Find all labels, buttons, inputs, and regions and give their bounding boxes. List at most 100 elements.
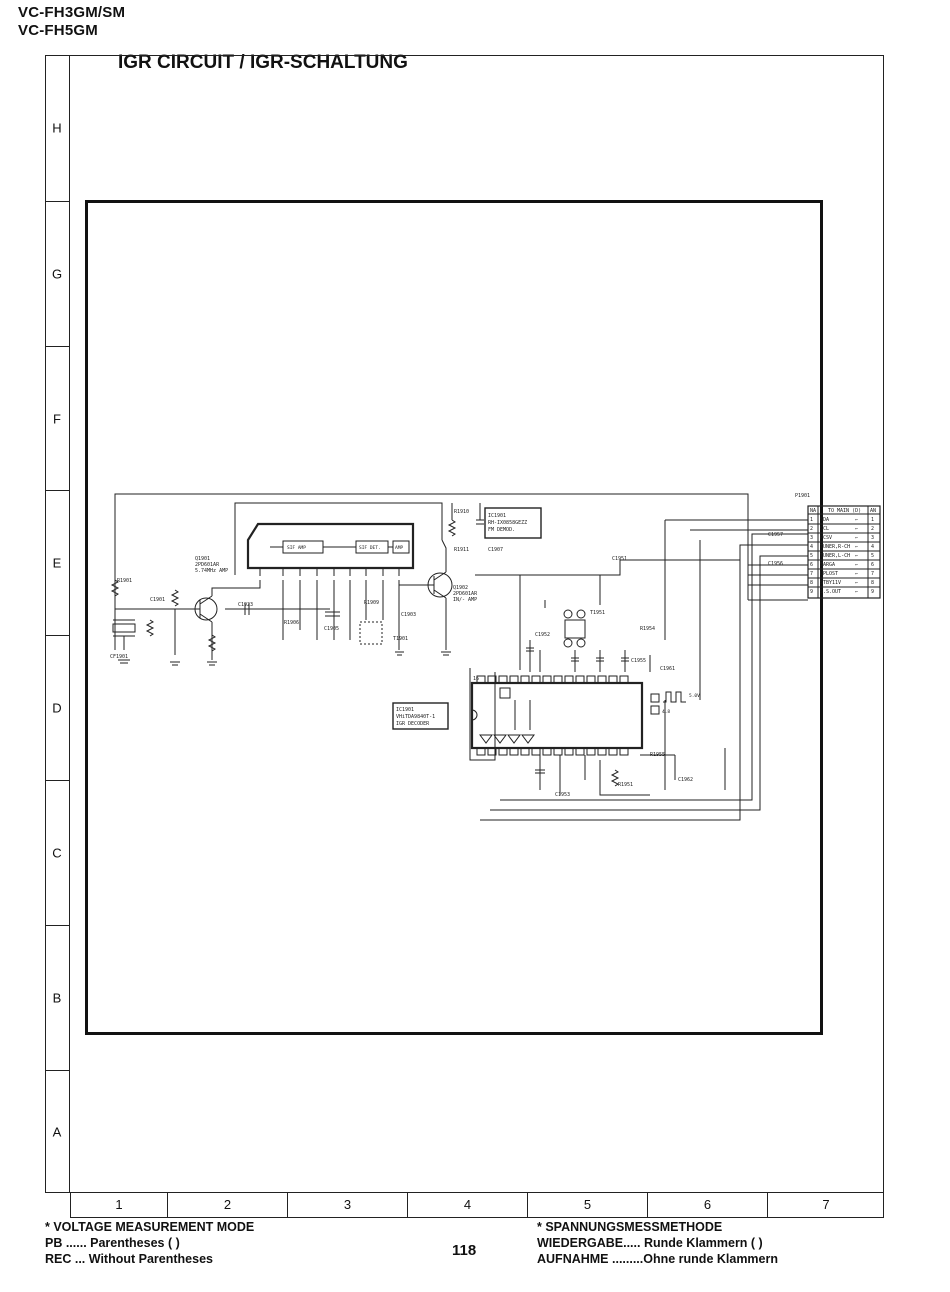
connector-header-an: AN bbox=[870, 508, 876, 514]
svg-text:R1955: R1955 bbox=[650, 752, 665, 758]
waveform-value-2: 4.8 bbox=[662, 709, 670, 715]
connector-arrow-icon: ← bbox=[855, 517, 858, 523]
svg-text:R1911: R1911 bbox=[454, 547, 469, 553]
sif-det-label: SIF DET. bbox=[359, 545, 381, 551]
column-label-1: 1 bbox=[115, 1197, 123, 1212]
svg-text:Q1901: Q1901 bbox=[195, 556, 210, 562]
connector-pin-name: TUNER,L-CH bbox=[820, 553, 850, 559]
row-label-d: D bbox=[45, 635, 69, 780]
svg-text:C1923: C1923 bbox=[238, 602, 253, 608]
svg-text:C1952: C1952 bbox=[535, 632, 550, 638]
model-number-line2: VC-FH5GM bbox=[18, 22, 98, 39]
ic1901-decoder-line3: IGR DECODER bbox=[396, 721, 430, 727]
svg-text:5.74MHz AMP: 5.74MHz AMP bbox=[195, 568, 228, 574]
ic1901-main-line3: FM DEMOD. bbox=[488, 527, 515, 533]
svg-text:R1909: R1909 bbox=[364, 600, 379, 606]
svg-text:R1901: R1901 bbox=[117, 578, 132, 584]
svg-text:R1951: R1951 bbox=[618, 782, 633, 788]
svg-text:C1901: C1901 bbox=[150, 597, 165, 603]
ic1901-main-line1: IC1901 bbox=[488, 513, 506, 519]
schematic-border bbox=[85, 200, 823, 1035]
row-label-strip: H G F E D C B A bbox=[45, 55, 70, 1193]
sif-amp-label: SIF AMP bbox=[287, 545, 306, 551]
connector-pin-an: 7 bbox=[871, 571, 874, 577]
connector-header-main: TO MAIN (D) bbox=[828, 508, 861, 514]
model-number-line1: VC-FH3GM/SM bbox=[18, 4, 126, 21]
connector-pin-no: 5 bbox=[810, 553, 813, 559]
connector-pin-an: 1 bbox=[871, 517, 874, 523]
connector-pin-name: STBY11V bbox=[820, 580, 841, 586]
svg-text:2PD601AR: 2PD601AR bbox=[195, 562, 220, 568]
connector-pin-no: 6 bbox=[810, 562, 813, 568]
svg-text:2PD601AR: 2PD601AR bbox=[453, 591, 478, 597]
column-label-3: 3 bbox=[287, 1193, 407, 1217]
svg-text:16: 16 bbox=[473, 676, 479, 682]
row-label-h: H bbox=[52, 120, 62, 136]
svg-text:R1954: R1954 bbox=[640, 626, 655, 632]
svg-text:T1951: T1951 bbox=[590, 610, 605, 616]
connector-pin-name: PCSV bbox=[820, 535, 832, 541]
column-label-2: 2 bbox=[167, 1193, 287, 1217]
column-label-5: 5 bbox=[527, 1193, 647, 1217]
column-label-6: 6 bbox=[647, 1193, 767, 1217]
ic1901-main-line2: RH-IX0858GEZZ bbox=[488, 520, 527, 526]
row-label-a: A bbox=[45, 1070, 69, 1193]
svg-text:C1955: C1955 bbox=[631, 658, 646, 664]
svg-text:C1907: C1907 bbox=[488, 547, 503, 553]
amp-label: AMP bbox=[395, 545, 403, 551]
svg-text:C1957: C1957 bbox=[768, 532, 783, 538]
footer-left-line3: REC ... Without Parentheses bbox=[45, 1252, 213, 1266]
footer-right-line2: WIEDERGABE..... Runde Klammern ( ) bbox=[537, 1236, 763, 1250]
connector-header-na: NA bbox=[810, 508, 816, 514]
drawing-frame bbox=[45, 55, 884, 1193]
ic1901-decoder-line1: IC1901 bbox=[396, 707, 414, 713]
connector-pin-an: 3 bbox=[871, 535, 874, 541]
connector-pin-no: 9 bbox=[810, 589, 813, 595]
svg-text:T1901: T1901 bbox=[393, 636, 408, 642]
connector-pin-an: 4 bbox=[871, 544, 874, 550]
column-label-strip: 1 2 3 4 5 6 7 bbox=[70, 1193, 884, 1218]
footer-right: * SPANNUNGSMESSMETHODE WIEDERGABE..... R… bbox=[537, 1219, 778, 1267]
connector-pin-no: 8 bbox=[810, 580, 813, 586]
connector-arrow-icon: ← bbox=[855, 571, 858, 577]
svg-text:CF1901: CF1901 bbox=[110, 654, 128, 660]
connector-pin-no: 1 bbox=[810, 517, 813, 523]
connector-arrow-icon: ← bbox=[855, 526, 858, 532]
svg-text:C1905: C1905 bbox=[324, 626, 339, 632]
connector-pin-name: UPLOST bbox=[820, 571, 838, 577]
svg-text:C1956: C1956 bbox=[768, 561, 783, 567]
svg-text:C1953: C1953 bbox=[555, 792, 570, 798]
svg-text:IN/- AMP: IN/- AMP bbox=[453, 597, 477, 603]
connector-arrow-icon: ← bbox=[855, 544, 858, 550]
connector-pin-name: S.S.OUT bbox=[820, 589, 841, 595]
footer-left-line1: * VOLTAGE MEASUREMENT MODE bbox=[45, 1220, 255, 1234]
svg-text:R1910: R1910 bbox=[454, 509, 469, 515]
connector-pin-an: 8 bbox=[871, 580, 874, 586]
svg-text:R1906: R1906 bbox=[284, 620, 299, 626]
connector-pin-no: 7 bbox=[810, 571, 813, 577]
connector-pin-name: SARGA bbox=[820, 562, 835, 568]
connector-pin-an: 9 bbox=[871, 589, 874, 595]
row-label-e: E bbox=[45, 490, 69, 635]
connector-arrow-icon: ← bbox=[855, 580, 858, 586]
connector-pin-an: 6 bbox=[871, 562, 874, 568]
connector-pin-an: 5 bbox=[871, 553, 874, 559]
connector-pin-no: 3 bbox=[810, 535, 813, 541]
connector-arrow-icon: ← bbox=[855, 589, 858, 595]
row-label-c: C bbox=[45, 780, 69, 925]
row-label-b: B bbox=[45, 925, 69, 1070]
svg-text:Q1902: Q1902 bbox=[453, 585, 468, 591]
svg-text:C1961: C1961 bbox=[660, 666, 675, 672]
footer-left-line2: PB ...... Parentheses ( ) bbox=[45, 1236, 180, 1250]
footer-left: * VOLTAGE MEASUREMENT MODE PB ...... Par… bbox=[45, 1219, 254, 1267]
row-label-g: G bbox=[45, 201, 69, 346]
column-label-7: 7 bbox=[767, 1193, 884, 1217]
connector-arrow-icon: ← bbox=[855, 553, 858, 559]
footer-right-line3: AUFNAHME .........Ohne runde Klammern bbox=[537, 1252, 778, 1266]
connector-arrow-icon: ← bbox=[855, 535, 858, 541]
connector-pin-name: SCL bbox=[820, 526, 829, 532]
svg-text:C1962: C1962 bbox=[678, 777, 693, 783]
page-title: IGR CIRCUIT / IGR-SCHALTUNG bbox=[118, 52, 408, 73]
svg-text:C1903: C1903 bbox=[401, 612, 416, 618]
